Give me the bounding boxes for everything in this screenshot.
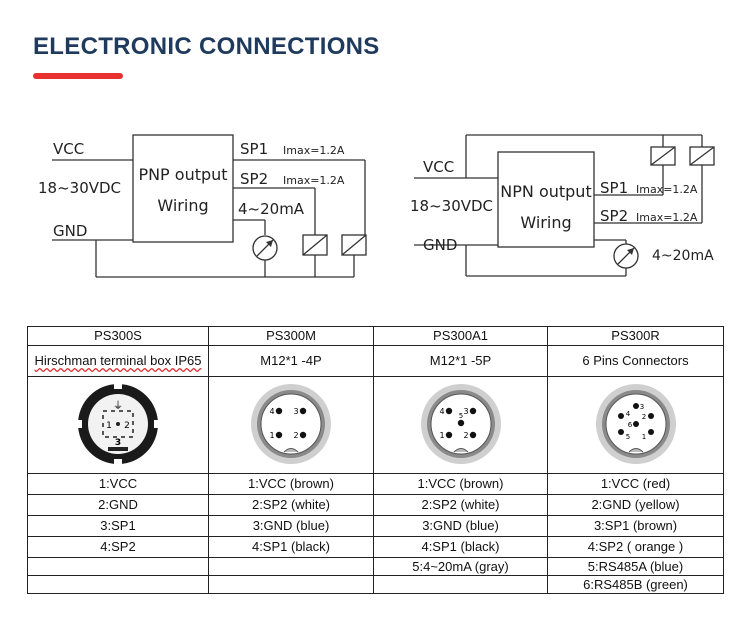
model-header: PS300A1 xyxy=(373,326,548,346)
model-header: PS300R xyxy=(547,326,724,346)
connector-type-cell: Hirschman terminal box IP65 xyxy=(27,345,209,377)
pin-cell: 1:VCC xyxy=(27,473,209,495)
page-title: ELECTRONIC CONNECTIONS xyxy=(33,33,380,60)
connector-type-cell: M12*1 -5P xyxy=(373,345,548,377)
connector-image-row: ⏚ 1 2 3 4 3 1 2 xyxy=(27,376,724,474)
pin-number: 3 xyxy=(115,438,121,448)
table-row: 2:GND 2:SP2 (white) 2:SP2 (white) 2:GND … xyxy=(27,494,724,516)
pin-number: 2 xyxy=(641,413,645,421)
npn-voltage-label: 18~30VDC xyxy=(410,197,493,215)
pin-cell: 4:SP1 (black) xyxy=(208,536,374,558)
pin-cell: 5:4~20mA (gray) xyxy=(373,557,548,576)
connector-type-cell: M12*1 -4P xyxy=(208,345,374,377)
connector-type-cell: 6 Pins Connectors xyxy=(547,345,724,377)
pin-number: 4 xyxy=(625,410,630,418)
pin-cell: 4:SP2 ( orange ) xyxy=(547,536,724,558)
pin-number: 2 xyxy=(463,431,468,440)
pnp-box-title: PNP output xyxy=(138,165,227,184)
npn-gnd-label: GND xyxy=(423,236,457,254)
pin-cell xyxy=(208,575,374,594)
pin-cell: 2:SP2 (white) xyxy=(208,494,374,516)
table-row: 6:RS485B (green) xyxy=(27,575,724,594)
table-row: 4:SP2 4:SP1 (black) 4:SP1 (black) 4:SP2 … xyxy=(27,536,724,558)
npn-box-title: NPN output xyxy=(500,182,591,201)
connector-type-text: Hirschman terminal box IP65 xyxy=(34,353,202,368)
pnp-vcc-label: VCC xyxy=(53,140,84,158)
table-header-row: PS300S PS300M PS300A1 PS300R xyxy=(27,326,724,346)
pnp-sp1-label: SP1 xyxy=(240,140,268,158)
connector-image-cell: 4 3 2 6 1 5 xyxy=(547,376,724,474)
pin-cell: 6:RS485B (green) xyxy=(547,575,724,594)
pin-cell: 3:GND (blue) xyxy=(373,515,548,537)
pin-cell xyxy=(27,557,209,576)
pin-cell: 2:SP2 (white) xyxy=(373,494,548,516)
pnp-analog-label: 4~20mA xyxy=(238,200,305,218)
pnp-gnd-label: GND xyxy=(53,222,87,240)
wiring-diagrams: VCC 18~30VDC GND PNP output Wiring SP1 I… xyxy=(38,134,715,278)
ground-symbol: ⏚ xyxy=(113,400,123,412)
table-row: 1:VCC 1:VCC (brown) 1:VCC (brown) 1:VCC … xyxy=(27,473,724,495)
npn-imax1-label: Imax=1.2A xyxy=(636,183,698,196)
npn-imax2-label: Imax=1.2A xyxy=(636,211,698,224)
pin-number: 6 xyxy=(627,421,632,429)
pin-number: 3 xyxy=(293,407,298,416)
model-header: PS300M xyxy=(208,326,374,346)
pin-cell: 3:GND (blue) xyxy=(208,515,374,537)
six-pin-connector-icon: 4 3 2 6 1 5 xyxy=(595,383,676,464)
npn-analog-label: 4~20mA xyxy=(652,248,714,264)
pnp-sp2-label: SP2 xyxy=(240,170,268,188)
pin-cell: 1:VCC (brown) xyxy=(373,473,548,495)
npn-sp1-label: SP1 xyxy=(600,179,628,197)
pin-cell: 4:SP1 (black) xyxy=(373,536,548,558)
pin-number: 1 xyxy=(106,421,112,431)
pin-number: 1 xyxy=(269,431,274,440)
pin-number: 3 xyxy=(639,403,643,411)
connector-image-cell: 4 3 1 2 xyxy=(208,376,374,474)
pin-number: 1 xyxy=(641,433,645,441)
connector-image-cell: 4 3 5 1 2 xyxy=(373,376,548,474)
table-row: 3:SP1 3:GND (blue) 3:GND (blue) 3:SP1 (b… xyxy=(27,515,724,537)
pin-assignment-table: PS300S PS300M PS300A1 PS300R Hirschman t… xyxy=(27,326,724,594)
pnp-box-subtitle: Wiring xyxy=(157,196,208,215)
pin-cell xyxy=(27,575,209,594)
pin-number: 5 xyxy=(625,433,629,441)
pin-cell: 2:GND (yellow) xyxy=(547,494,724,516)
pin-cell: 3:SP1 xyxy=(27,515,209,537)
m12-4pin-connector-icon: 4 3 1 2 xyxy=(251,383,331,464)
npn-vcc-label: VCC xyxy=(423,158,454,176)
pin-cell xyxy=(208,557,374,576)
pin-cell xyxy=(373,575,548,594)
connector-type-row: Hirschman terminal box IP65 M12*1 -4P M1… xyxy=(27,345,724,377)
pnp-voltage-label: 18~30VDC xyxy=(38,179,121,197)
table-row: 5:4~20mA (gray) 5:RS485A (blue) xyxy=(27,557,724,576)
title-accent-bar xyxy=(33,73,123,79)
pin-cell: 1:VCC (brown) xyxy=(208,473,374,495)
model-header: PS300S xyxy=(27,326,209,346)
pin-cell: 2:GND xyxy=(27,494,209,516)
pnp-imax1-label: Imax=1.2A xyxy=(283,144,345,157)
pin-number: 1 xyxy=(439,431,444,440)
m12-5pin-connector-icon: 4 3 5 1 2 xyxy=(420,383,501,464)
pin-number: 5 xyxy=(458,412,462,420)
connector-image-cell: ⏚ 1 2 3 xyxy=(27,376,209,474)
pin-cell: 1:VCC (red) xyxy=(547,473,724,495)
pin-cell: 5:RS485A (blue) xyxy=(547,557,724,576)
pnp-imax2-label: Imax=1.2A xyxy=(283,174,345,187)
npn-sp2-label: SP2 xyxy=(600,207,628,225)
pin-number: 2 xyxy=(293,431,298,440)
pin-number: 3 xyxy=(463,407,468,416)
pin-cell: 3:SP1 (brown) xyxy=(547,515,724,537)
pin-cell: 4:SP2 xyxy=(27,536,209,558)
hirschman-connector-icon: ⏚ 1 2 3 xyxy=(76,382,160,465)
pin-number: 4 xyxy=(269,407,274,416)
pin-number: 4 xyxy=(439,407,444,416)
npn-box-subtitle: Wiring xyxy=(520,213,571,232)
pin-number: 2 xyxy=(124,421,130,431)
